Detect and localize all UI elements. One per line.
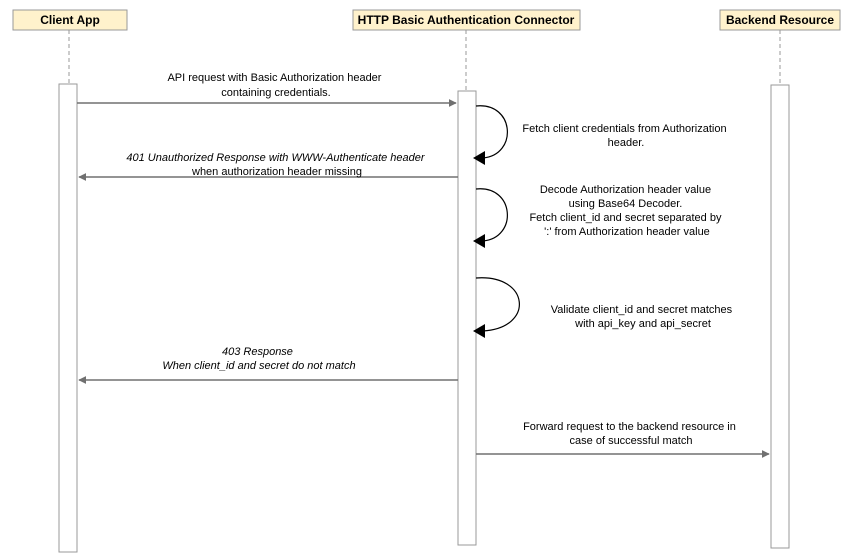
connector-activation-bar bbox=[457, 90, 477, 546]
actor-client-label: Client App bbox=[40, 13, 100, 27]
fetch-credentials-arrowhead bbox=[473, 151, 485, 165]
validate-label: Validate client_id and secret matches wi… bbox=[551, 304, 735, 330]
validate-loop bbox=[475, 277, 520, 332]
backend-activation-bar bbox=[770, 84, 790, 549]
forward-label: Forward request to the backend resource … bbox=[523, 421, 739, 447]
fetch-credentials-loop bbox=[475, 105, 508, 159]
fetch-credentials-label: Fetch client credentials from Authorizat… bbox=[522, 123, 729, 149]
decode-arrowhead bbox=[473, 234, 485, 248]
decode-loop bbox=[475, 188, 508, 242]
forbidden-label: 403 Response When client_id and secret d… bbox=[162, 346, 355, 372]
client-activation-bar bbox=[58, 83, 78, 553]
actor-connector: HTTP Basic Authentication Connector bbox=[352, 9, 581, 31]
validate-arrowhead bbox=[473, 324, 485, 338]
actor-client: Client App bbox=[12, 9, 128, 31]
actor-connector-label: HTTP Basic Authentication Connector bbox=[358, 13, 575, 27]
actor-backend: Backend Resource bbox=[719, 9, 841, 31]
unauthorized-label: 401 Unauthorized Response with WWW-Authe… bbox=[126, 152, 427, 178]
api-request-label: API request with Basic Authorization hea… bbox=[167, 72, 384, 99]
decode-label: Decode Authorization header value using … bbox=[529, 184, 724, 238]
actor-backend-label: Backend Resource bbox=[726, 13, 834, 27]
